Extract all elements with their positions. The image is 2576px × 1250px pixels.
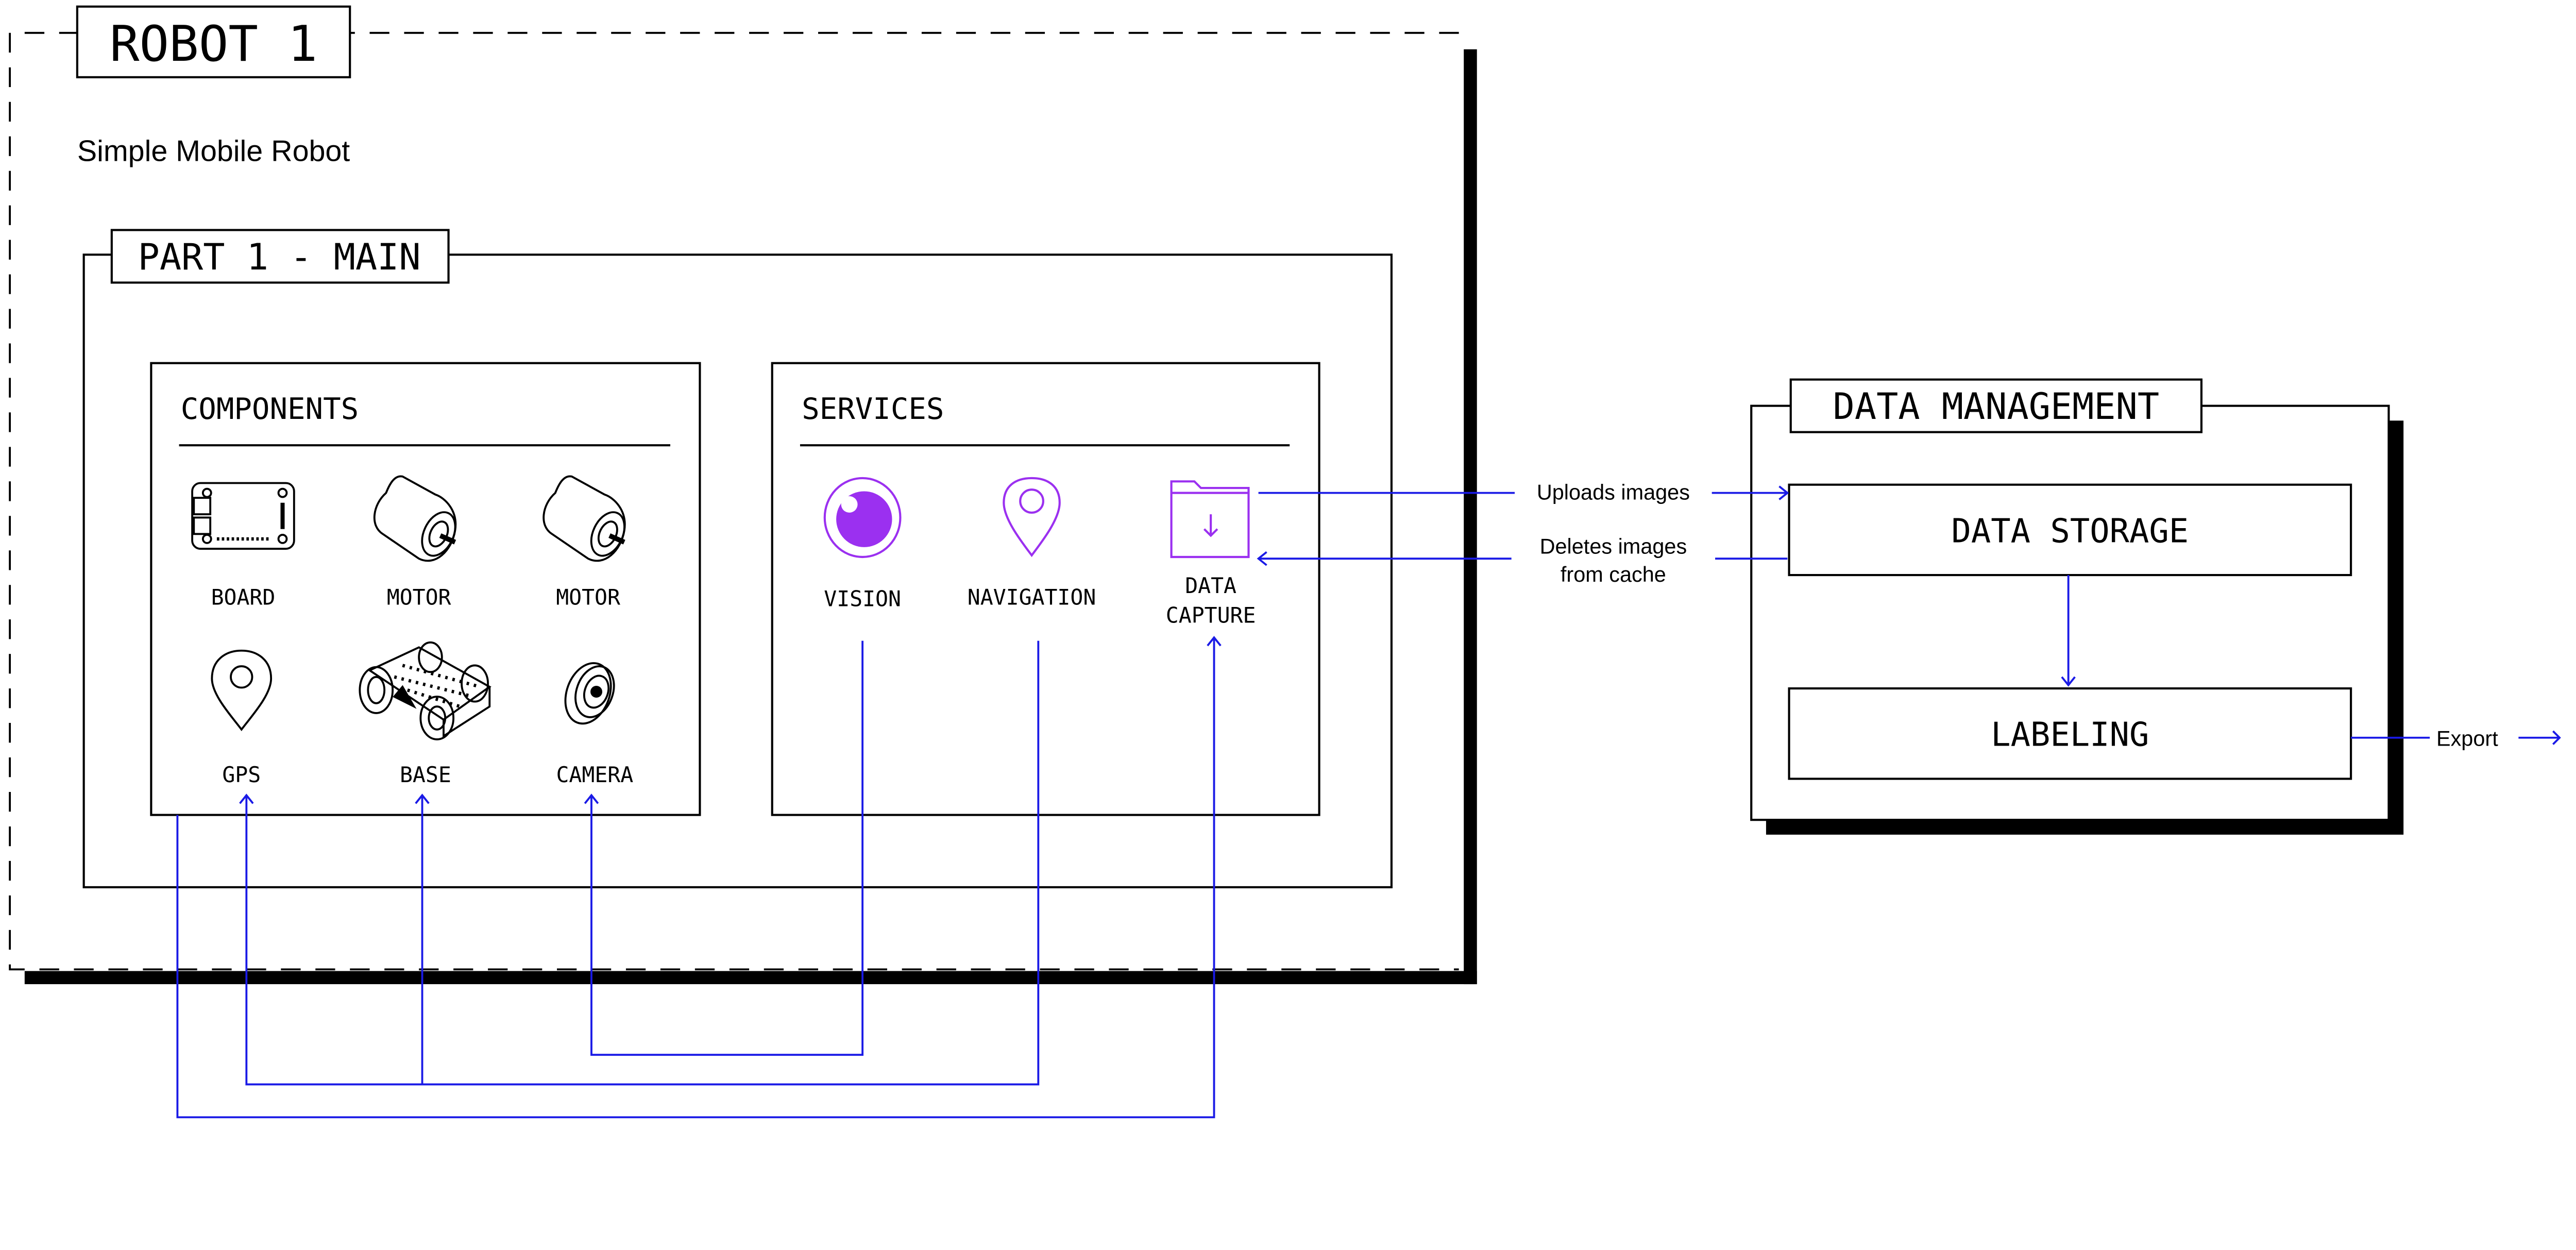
service-label: NAVIGATION (968, 585, 1096, 610)
component-label: BASE (400, 763, 451, 787)
board-icon (191, 482, 295, 550)
service-label-line1: DATA (1185, 573, 1236, 598)
component-label: BOARD (211, 585, 276, 610)
robot-subtitle: Simple Mobile Robot (77, 135, 350, 168)
component-base[interactable]: BASE (359, 641, 492, 787)
components-panel: COMPONENTS BOARD MOTOR (150, 362, 701, 816)
vision-to-camera-connector (584, 640, 864, 1056)
motor-icon (543, 475, 626, 562)
services-heading: SERVICES (802, 392, 944, 426)
service-vision[interactable]: VISION (823, 477, 902, 612)
navigation-pin-icon (1003, 477, 1061, 558)
connectors: Uploads images Deletes images from cache… (176, 480, 2561, 1119)
components-to-data-capture-connector (176, 636, 1222, 1119)
robot-title: ROBOT 1 (110, 15, 317, 73)
export-label: Export (2436, 727, 2498, 751)
robot-architecture-diagram: ROBOT 1 Simple Mobile Robot PART 1 - MAI… (9, 5, 2561, 1119)
robot-frame-shadow-right (1464, 49, 1477, 985)
storage-to-labeling-arrow (2061, 575, 2076, 687)
deletes-label-line2: from cache (1561, 562, 1666, 586)
deletes-label-line1: Deletes images (1540, 534, 1687, 559)
service-label: VISION (824, 587, 901, 612)
robot-frame: ROBOT 1 Simple Mobile Robot (9, 5, 1477, 985)
motor-icon (373, 475, 457, 562)
service-data-capture[interactable]: DATA CAPTURE (1166, 480, 1256, 628)
uploads-arrow (1258, 485, 1789, 500)
component-motor[interactable]: MOTOR (373, 475, 462, 610)
robot-title-box (76, 5, 351, 78)
data-management-title-box (1789, 378, 2203, 433)
component-camera[interactable]: CAMERA (556, 657, 633, 787)
labeling-label: LABELING (1991, 716, 2149, 754)
component-gps[interactable]: GPS (211, 649, 273, 787)
robot-frame-dashed-border (9, 31, 1459, 971)
service-label-line2: CAPTURE (1166, 603, 1256, 628)
vision-eye-icon (823, 477, 902, 559)
navigation-to-base-connector (415, 793, 430, 1085)
gps-pin-icon (211, 649, 273, 732)
component-label: MOTOR (556, 585, 620, 610)
part-title: PART 1 - MAIN (138, 236, 421, 278)
data-management-title: DATA MANAGEMENT (1833, 385, 2159, 428)
component-label: GPS (222, 763, 261, 787)
export-arrow (2351, 730, 2561, 745)
navigation-to-gps-connector (239, 640, 1040, 1086)
component-board[interactable]: BOARD (191, 482, 295, 610)
folder-download-icon (1170, 480, 1250, 559)
uploads-label: Uploads images (1537, 480, 1690, 504)
robot-frame-shadow-bottom (24, 971, 1477, 985)
robot-base-icon (359, 641, 492, 740)
component-motor[interactable]: MOTOR (543, 475, 631, 610)
component-label: CAMERA (556, 763, 633, 787)
services-panel: SERVICES VISION NAVIGATION DATA (771, 362, 1320, 816)
labeling-node[interactable]: LABELING (1788, 687, 2352, 780)
data-storage-node[interactable]: DATA STORAGE (1788, 483, 2352, 577)
component-label: MOTOR (387, 585, 451, 610)
components-box (150, 362, 701, 816)
camera-icon (564, 662, 615, 725)
components-heading: COMPONENTS (181, 392, 359, 426)
deletes-arrow (1257, 551, 1788, 566)
data-management: DATA MANAGEMENT DATA STORAGE LABELING (1750, 378, 2404, 835)
part-title-box (110, 229, 450, 284)
service-navigation[interactable]: NAVIGATION (968, 477, 1096, 610)
data-storage-label: DATA STORAGE (1952, 512, 2189, 550)
